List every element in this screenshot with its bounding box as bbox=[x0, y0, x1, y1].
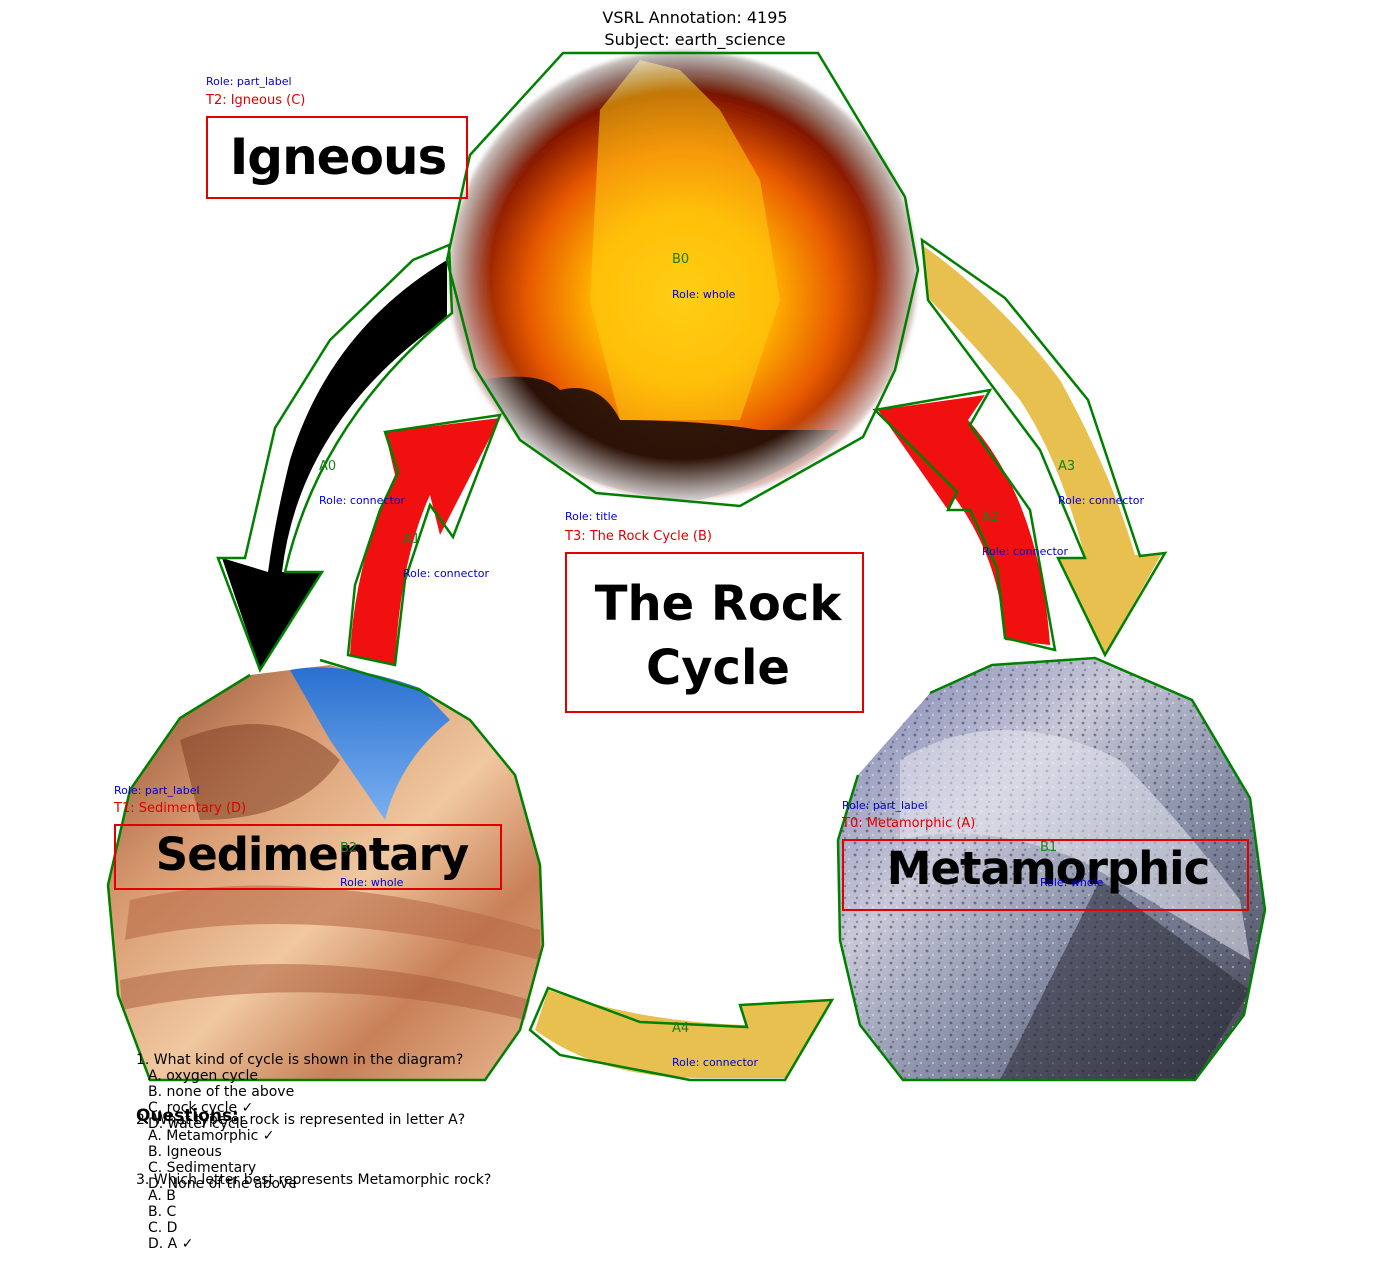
a0-label: A0 bbox=[319, 459, 337, 474]
q2-option-b: B. Igneous bbox=[148, 1144, 222, 1160]
outline-a4 bbox=[528, 986, 835, 1082]
outline-b0 bbox=[445, 51, 920, 508]
q2-option-c: C. Sedimentary bbox=[148, 1160, 257, 1176]
t3-role: Role: title bbox=[565, 510, 618, 523]
igneous-lava-image bbox=[443, 45, 923, 505]
a4-role: Role: connector bbox=[672, 1056, 759, 1069]
metamorphic-rock-image bbox=[838, 658, 1265, 1080]
t3-box bbox=[565, 552, 864, 713]
b0-role: Role: whole bbox=[672, 288, 736, 301]
b2-label: B2 bbox=[340, 841, 358, 856]
question-1: 1. What kind of cycle is shown in the di… bbox=[136, 1052, 464, 1068]
black-arrow-igneous-to-sedimentary bbox=[222, 260, 447, 670]
t1-label: T1: Sedimentary (D) bbox=[114, 801, 247, 816]
red-arrow-sedimentary-to-igneous bbox=[350, 418, 500, 665]
question-3: 3. Which letter best represents Metamorp… bbox=[136, 1172, 492, 1188]
a3-label: A3 bbox=[1058, 459, 1076, 474]
a2-label: A2 bbox=[982, 510, 1000, 525]
q2-option-a: A. Metamorphic ✓ bbox=[148, 1128, 275, 1144]
q1-option-b: B. none of the above bbox=[148, 1084, 295, 1100]
igneous-word: Igneous bbox=[229, 128, 448, 186]
question-2: 2. What type or rock is represented in l… bbox=[136, 1112, 466, 1128]
t0-role: Role: part_label bbox=[842, 799, 928, 812]
a1-label: A1 bbox=[403, 532, 421, 547]
q1-option-d: D. water cycle bbox=[148, 1116, 249, 1132]
q3-option-a: A. B bbox=[148, 1188, 176, 1204]
q2-option-d: D. None of the above bbox=[148, 1176, 297, 1192]
outline-a3 bbox=[920, 237, 1168, 658]
t1-box bbox=[114, 824, 502, 890]
outline-a0 bbox=[216, 243, 454, 673]
metamorphic-word: Metamorphic bbox=[886, 842, 1211, 895]
t0-box bbox=[842, 839, 1249, 911]
b1-label: B1 bbox=[1040, 840, 1058, 855]
gold-arrow-igneous-to-metamorphic bbox=[922, 245, 1162, 655]
t1-role: Role: part_label bbox=[114, 784, 200, 797]
t2-label: T2: Igneous (C) bbox=[206, 93, 306, 108]
sedimentary-word: Sedimentary bbox=[155, 828, 469, 881]
questions-heading: Questions: bbox=[136, 1106, 239, 1126]
q1-option-a: A. oxygen cycle bbox=[148, 1068, 258, 1084]
q1-option-c: C. rock cycle ✓ bbox=[148, 1100, 254, 1116]
title-line1: The Rock bbox=[594, 576, 842, 632]
a1-role: Role: connector bbox=[403, 567, 490, 580]
t2-box bbox=[206, 116, 468, 199]
a4-label: A4 bbox=[672, 1021, 690, 1036]
b1-role: Role: whole bbox=[1040, 876, 1104, 889]
red-arrow-metamorphic-to-igneous bbox=[878, 395, 1050, 645]
annotation-subject: Subject: earth_science bbox=[604, 30, 786, 49]
outline-b2 bbox=[106, 658, 545, 1082]
q3-option-b: B. C bbox=[148, 1204, 177, 1220]
t0-label: T0: Metamorphic (A) bbox=[842, 816, 976, 831]
a0-role: Role: connector bbox=[319, 494, 406, 507]
sedimentary-sandstone-image bbox=[108, 665, 543, 1080]
outline-a2 bbox=[872, 388, 1057, 652]
b0-label: B0 bbox=[672, 252, 690, 267]
outline-a1 bbox=[346, 413, 502, 667]
t2-role: Role: part_label bbox=[206, 75, 292, 88]
outline-b1 bbox=[836, 656, 1267, 1082]
q3-option-d: D. A ✓ bbox=[148, 1236, 194, 1252]
annotation-title: VSRL Annotation: 4195 bbox=[602, 8, 788, 27]
annotation-outlines bbox=[106, 51, 1267, 1082]
t3-label: T3: The Rock Cycle (B) bbox=[565, 529, 712, 544]
b2-role: Role: whole bbox=[340, 876, 404, 889]
gold-arrow-sedimentary-to-metamorphic bbox=[535, 990, 832, 1078]
a3-role: Role: connector bbox=[1058, 494, 1145, 507]
q3-option-c: C. D bbox=[148, 1220, 178, 1236]
title-line2: Cycle bbox=[646, 640, 790, 696]
a2-role: Role: connector bbox=[982, 545, 1069, 558]
